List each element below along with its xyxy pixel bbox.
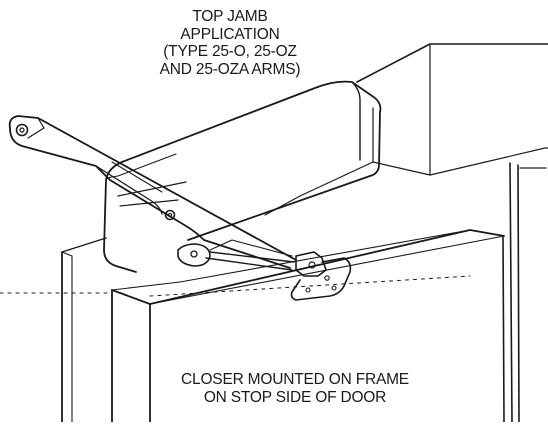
bottom-label-line-1: CLOSER MOUNTED ON FRAME (181, 371, 409, 388)
arm-shoe-bracket (290, 251, 352, 301)
frame-stop-face (111, 229, 505, 423)
closer-arm (8, 115, 297, 271)
bottom-label-line-2: ON STOP SIDE OF DOOR (203, 388, 387, 406)
top-label-line-1: TOP JAMB (192, 8, 268, 25)
top-label-line-4: AND 25-OZA ARMS) (159, 60, 301, 78)
door-slab (61, 237, 107, 423)
top-label-line-2: APPLICATION (180, 25, 280, 43)
top-label-line-3: (TYPE 25-O, 25-OZ (163, 43, 297, 60)
closer-mounted-label: CLOSER MOUNTED ON FRAME ON STOP SIDE OF … (150, 371, 440, 406)
frame-header (264, 43, 548, 423)
top-jamb-application-label: TOP JAMB APPLICATION (TYPE 25-O, 25-OZ A… (130, 8, 330, 78)
closer-body (103, 80, 382, 273)
hidden-edge-dashed (0, 275, 471, 297)
